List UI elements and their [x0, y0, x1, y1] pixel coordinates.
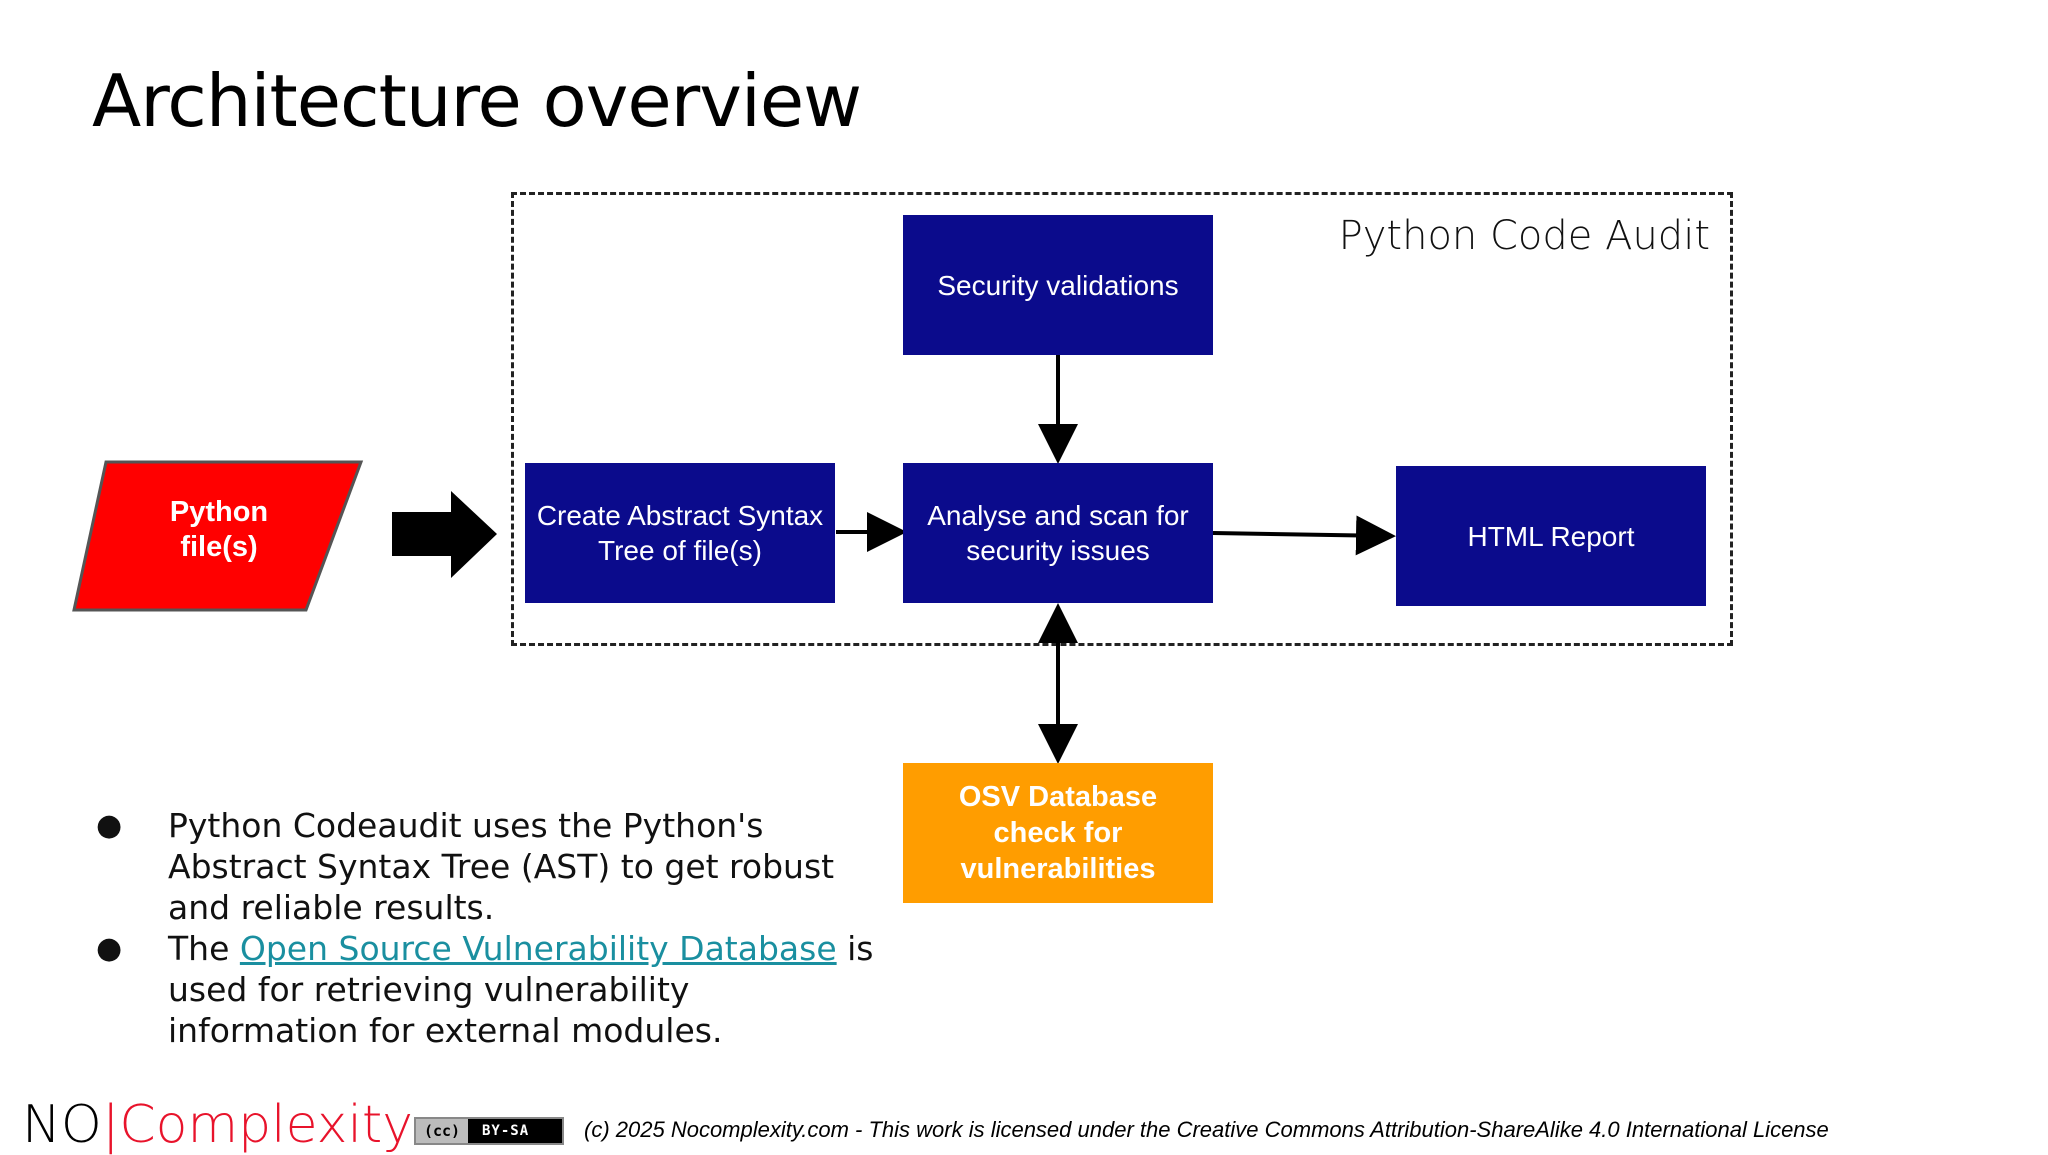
- python-files-input-shape: [72, 460, 364, 612]
- cc-badge-left: (cc): [416, 1119, 468, 1143]
- bullet-text-osv-pre: The: [168, 929, 240, 968]
- cc-by-sa-badge-icon: (cc) BY-SA: [414, 1117, 564, 1145]
- nocomplexity-logo: NO|Complexity: [22, 1095, 413, 1155]
- bullet-dot-icon: ●: [96, 931, 123, 966]
- python-code-audit-boundary: Python Code Audit: [511, 192, 1733, 646]
- python-files-line1: Python: [169, 496, 269, 528]
- slide-title: Architecture overview: [92, 59, 862, 143]
- arrow-analyse-to-report: [1212, 515, 1396, 556]
- osv-database-label: OSV Database check for vulnerabilities: [958, 780, 1158, 886]
- input-block-arrow: [392, 491, 497, 578]
- logo-no: NO: [22, 1095, 102, 1155]
- license-text: (c) 2025 Nocomplexity.com - This work is…: [584, 1117, 1829, 1142]
- bullet-item-ast: ● Python Codeaudit uses the Python's Abs…: [96, 805, 876, 928]
- security-validations-label: Security validations: [937, 269, 1179, 301]
- logo-complexity: Complexity: [119, 1095, 414, 1155]
- logo-bar: |: [101, 1095, 120, 1155]
- html-report-box: HTML Report: [1396, 466, 1706, 606]
- create-ast-label: Create Abstract Syntax Tree of file(s): [536, 500, 824, 566]
- bullet-text-ast: Python Codeaudit uses the Python's Abstr…: [168, 806, 835, 927]
- bullet-text-osv-post: is used for retrieving vulnerability inf…: [168, 929, 874, 1050]
- bullet-item-osv: ● The Open Source Vulnerability Database…: [96, 928, 876, 1051]
- cc-badge-right: BY-SA: [482, 1123, 530, 1139]
- bullet-dot-icon: ●: [96, 808, 123, 843]
- osv-database-box: OSV Database check for vulnerabilities: [903, 763, 1213, 903]
- bullet-list: ● Python Codeaudit uses the Python's Abs…: [96, 805, 876, 1051]
- analyse-scan-label: Analyse and scan for security issues: [927, 500, 1189, 566]
- python-files-label: Python file(s): [130, 495, 308, 565]
- create-ast-box: Create Abstract Syntax Tree of file(s): [525, 463, 835, 603]
- analyse-scan-box: Analyse and scan for security issues: [903, 463, 1213, 603]
- security-validations-box: Security validations: [903, 215, 1213, 355]
- boundary-label: Python Code Audit: [1338, 213, 1710, 259]
- osv-database-link[interactable]: Open Source Vulnerability Database: [239, 929, 837, 968]
- html-report-label: HTML Report: [1467, 520, 1635, 552]
- python-files-line2: file(s): [180, 530, 258, 563]
